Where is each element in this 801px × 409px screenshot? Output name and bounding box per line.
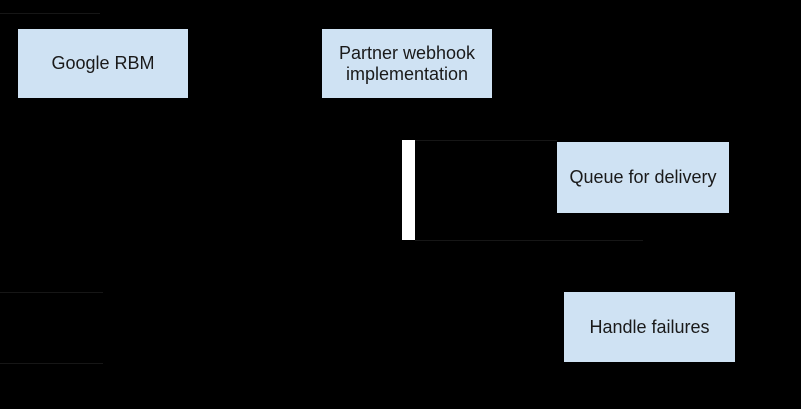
node-partner-webhook: Partner webhook implementation [322,29,492,98]
faint-line-left-upper [0,292,103,293]
node-handle-failures-label: Handle failures [589,316,710,337]
node-handle-failures: Handle failures [564,292,735,362]
node-queue-for-delivery: Queue for delivery [557,142,729,213]
node-partner-webhook-label: Partner webhook implementation [338,42,476,84]
activation-bar [402,140,415,240]
node-google-rbm-label: Google RBM [51,53,155,73]
node-google-rbm: Google RBM [18,29,188,98]
faint-line-top-left [0,13,100,14]
faint-line-to-queue [415,140,557,141]
node-queue-for-delivery-label: Queue for delivery [569,167,717,187]
faint-line-left-lower [0,363,103,364]
faint-line-return [415,240,643,241]
